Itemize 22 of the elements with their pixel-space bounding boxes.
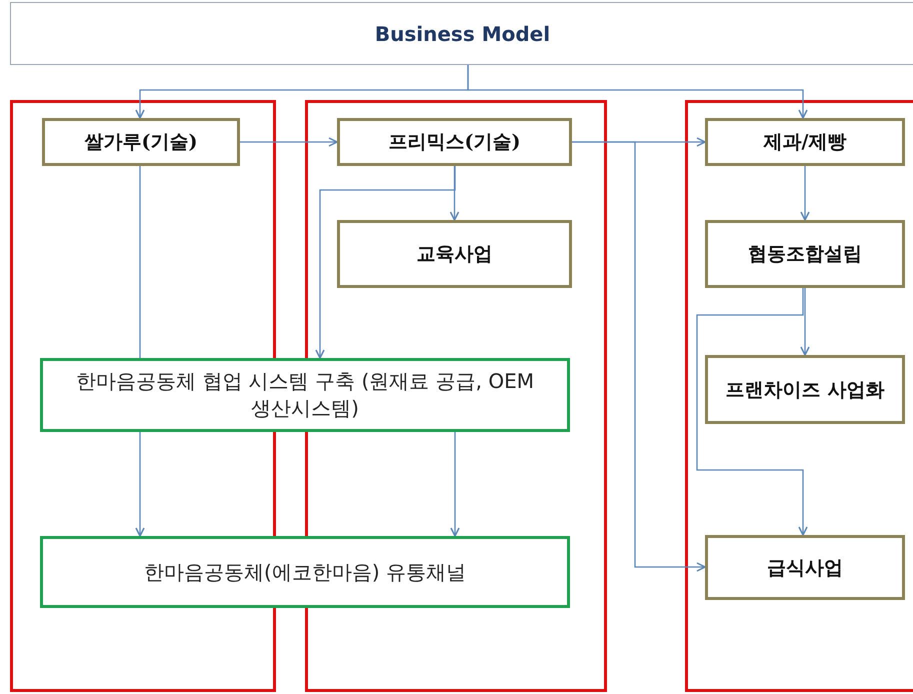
arrow xyxy=(572,141,706,572)
arrow xyxy=(450,432,460,537)
column-frame xyxy=(685,100,913,692)
process-box: 프리믹스(기술) xyxy=(337,118,572,166)
process-box: 프랜차이즈 사업화 xyxy=(705,355,905,424)
process-box: 교육사업 xyxy=(337,220,572,288)
process-box: 급식사업 xyxy=(705,535,905,600)
process-box: 쌀가루(기술) xyxy=(42,118,240,166)
process-box: 한마음공동체 협업 시스템 구축 (원재료 공급, OEM 생산시스템) xyxy=(40,358,570,432)
arrow xyxy=(467,65,808,119)
arrow xyxy=(240,137,338,147)
arrow xyxy=(450,166,460,221)
arrow xyxy=(800,288,810,356)
arrow xyxy=(315,166,456,359)
process-box: 협동조합설립 xyxy=(705,220,905,288)
arrow xyxy=(800,166,810,221)
connector-line xyxy=(139,166,141,358)
title-box: Business Model xyxy=(10,2,913,65)
arrow xyxy=(135,432,145,537)
arrow xyxy=(696,288,808,536)
process-box: 제과/제빵 xyxy=(705,118,905,166)
process-box: 한마음공동체(에코한마음) 유통채널 xyxy=(40,536,570,608)
